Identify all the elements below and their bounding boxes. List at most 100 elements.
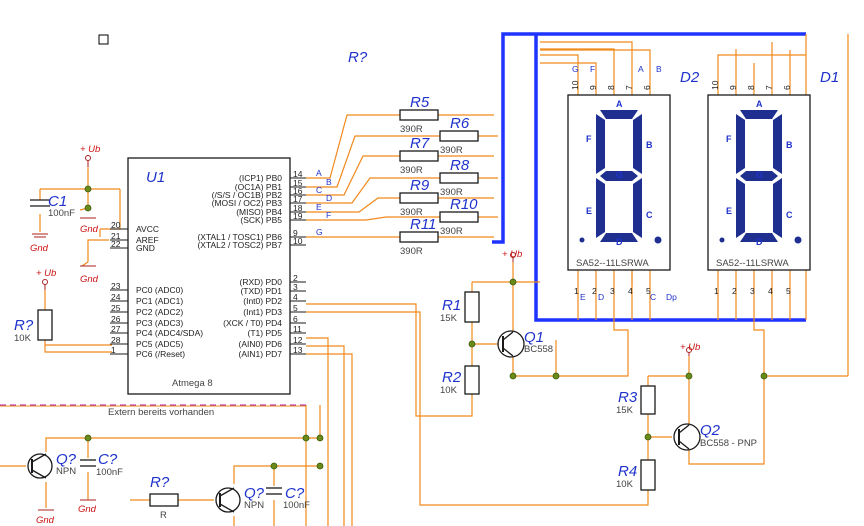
segment-letter-d: D	[756, 237, 763, 247]
mcu-pin-label: (AIN1) PD7	[239, 349, 283, 359]
capacitor-bottom-b[interactable]: C? 100nF	[266, 485, 310, 511]
segment-d	[600, 233, 638, 242]
transistor-q1[interactable]: Q1 BC558	[497, 329, 553, 358]
mcu-pin-number: 19	[293, 211, 303, 221]
bus-letter: C	[316, 185, 322, 195]
segment-f	[736, 114, 745, 174]
display-bottom-letter: Dp	[666, 292, 677, 302]
mcu-pin-label: (MOSI / OC2) PB3	[212, 198, 283, 208]
segment-letter-e: E	[726, 206, 732, 216]
resistor-r4[interactable]: R4 10K	[616, 459, 656, 491]
svg-text:R2: R2	[442, 369, 462, 386]
display-part: SA52--11LSRWA	[716, 258, 789, 269]
mcu-right-pin: 5(Int1) PD3	[243, 303, 306, 317]
svg-text:R4: R4	[618, 463, 637, 480]
resistor-bottom-b[interactable]: R? R	[149, 474, 179, 521]
mcu-pin-label: (SCK) PB5	[240, 215, 282, 225]
resistor-r1[interactable]: R1 15K	[440, 291, 480, 324]
mcu-pin-number: 25	[111, 303, 121, 313]
rq-left-ref: R?	[14, 317, 34, 334]
display-top-letter: B	[656, 64, 662, 74]
resistor-value: 390R	[440, 187, 463, 198]
display-bottom-pin-number: 3	[750, 286, 755, 296]
gnd-symbol-bottom-a: Gnd	[36, 509, 55, 526]
capacitor-c1[interactable]: C1 100nF	[30, 193, 75, 219]
capacitor-bottom-a[interactable]: C? 100nF	[80, 451, 123, 478]
segment-letter-a: A	[616, 99, 623, 109]
mcu-right-pin: 11(T1) PD5	[248, 324, 306, 338]
mcu-pin-label: GND	[136, 243, 155, 253]
segment-letter-g: G	[756, 170, 763, 180]
mcu-pin-number: 5	[293, 303, 298, 313]
display-top-pin-number: 6	[642, 85, 652, 90]
mcu-pin-number: 15	[293, 178, 303, 188]
mcu-pin-label: (MISO) PB4	[236, 207, 282, 217]
mcu-pin-number: 14	[293, 169, 303, 179]
mcu-right-pin: 2(RXD) PD0	[239, 273, 306, 287]
display-bottom-letter: D	[598, 292, 604, 302]
display-bus	[492, 32, 806, 322]
mcu-pin-number: 3	[293, 282, 298, 292]
display-top-pin-number: 6	[782, 85, 792, 90]
display-bottom-pin-number: 1	[714, 286, 719, 296]
display-bottom-letter: C	[650, 292, 656, 302]
segment-c	[633, 178, 642, 238]
svg-text:Q?: Q?	[56, 451, 77, 468]
transistor-q2[interactable]: Q2 BC558 - PNP	[673, 422, 757, 451]
segment-letter-c: C	[646, 210, 653, 220]
transistor-bottom-b[interactable]: Q? NPN	[215, 485, 265, 513]
svg-text:+ Ub: + Ub	[80, 144, 100, 155]
mcu-pin-label: (XCK / T0) PD4	[223, 318, 282, 328]
segment-letter-f: F	[726, 134, 732, 144]
mcu-pin-number: 24	[111, 292, 121, 302]
mcu-pin-number: 26	[111, 314, 121, 324]
bus-letter: E	[316, 202, 322, 212]
segment-a	[740, 110, 778, 119]
svg-text:10K: 10K	[440, 385, 458, 396]
svg-text:NPN: NPN	[56, 466, 76, 477]
segment-g	[740, 171, 778, 181]
segment-d	[740, 233, 778, 242]
resistor-left[interactable]: R? 10K	[14, 309, 53, 344]
svg-text:10K: 10K	[616, 479, 634, 490]
transistor-bottom-a[interactable]: Q? NPN	[27, 451, 77, 479]
resistor-value: 390R	[400, 246, 423, 257]
svg-text:BC558 - PNP: BC558 - PNP	[700, 438, 757, 449]
resistor-r2[interactable]: R2 10K	[440, 365, 480, 396]
svg-text:100nF: 100nF	[283, 500, 310, 511]
display-part: SA52--11LSRWA	[576, 258, 649, 269]
display-top-pin-number: 10	[710, 80, 720, 90]
mcu-pin-number: 1	[111, 345, 116, 355]
bus-letter: D	[326, 193, 332, 203]
svg-text:15K: 15K	[440, 313, 458, 324]
svg-text:Q1: Q1	[524, 329, 544, 346]
mcu-right-pin: 10(XTAL2 / TOSC2) PB7	[197, 236, 306, 250]
resistor-r3[interactable]: R3 15K	[616, 385, 656, 416]
svg-text:Gnd: Gnd	[30, 243, 49, 254]
svg-text:+ Ub: + Ub	[36, 268, 56, 279]
svg-text:R3: R3	[618, 389, 638, 406]
mcu-pin-label: (ICP1) PB0	[239, 173, 282, 183]
segment-g	[600, 171, 638, 181]
segment-letter-e: E	[586, 206, 592, 216]
segment-dp	[794, 236, 802, 244]
junction-dots	[84, 185, 768, 470]
display-top-pin-number: 8	[606, 85, 616, 90]
